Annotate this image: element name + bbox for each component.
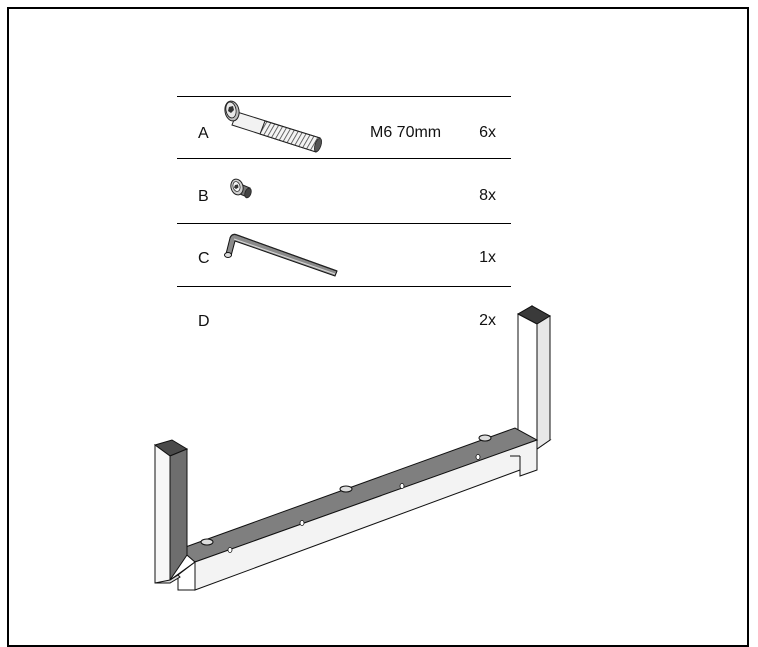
part-letter-d: D: [198, 313, 210, 330]
bolt-icon: [224, 100, 322, 153]
parts-table-rule-2: [177, 223, 511, 224]
parts-table-top-rule: [177, 96, 511, 97]
part-letter-b: B: [198, 188, 209, 205]
part-qty-b: 8x: [479, 187, 496, 204]
part-letter-c: C: [198, 250, 210, 267]
frame-part-icon: [153, 305, 552, 591]
hex-key-icon: [224, 233, 338, 277]
part-qty-c: 1x: [479, 249, 496, 266]
part-letter-a: A: [198, 125, 209, 142]
parts-table-rule-1: [177, 158, 511, 159]
part-spec-a: M6 70mm: [370, 124, 442, 141]
instruction-sheet: [7, 7, 749, 647]
screw-icon: [230, 178, 252, 199]
part-qty-a: 6x: [479, 124, 496, 141]
parts-table-rule-3: [177, 286, 511, 287]
part-qty-d: 2x: [479, 312, 496, 329]
